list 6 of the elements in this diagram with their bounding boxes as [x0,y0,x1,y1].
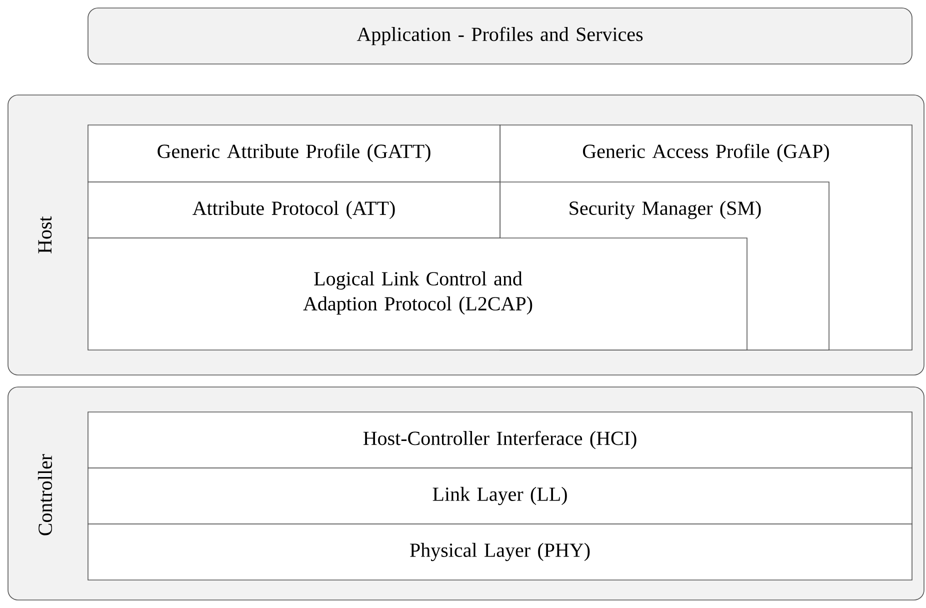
protocol-box: Physical Layer (PHY) [88,524,912,580]
protocol-box: Link Layer (LL) [88,468,912,524]
layer-box: Application - Profiles and Services [88,8,912,64]
protocol-box: Attribute Protocol (ATT) [88,182,500,238]
protocol-box: Generic Attribute Profile (GATT) [88,124,500,182]
protocol-box: Host-Controller Interferace (HCI) [88,412,912,468]
